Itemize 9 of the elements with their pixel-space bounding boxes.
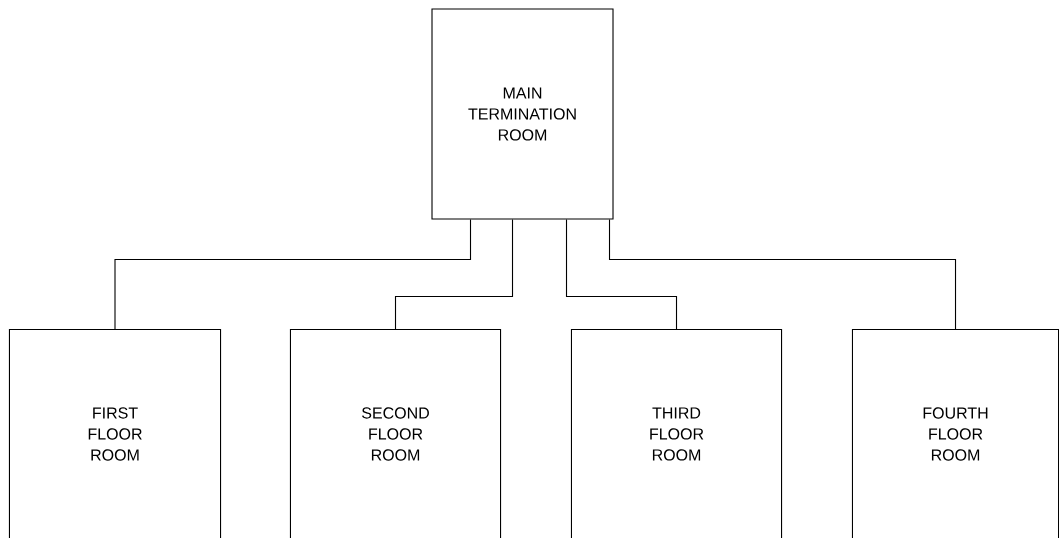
connector-line xyxy=(394,219,514,330)
room-box: THIRD FLOOR ROOM xyxy=(570,328,783,538)
connector-line xyxy=(114,219,472,330)
connector-line xyxy=(608,219,957,330)
room-box: MAIN TERMINATION ROOM xyxy=(431,8,614,220)
room-box: FIRST FLOOR ROOM xyxy=(8,328,222,538)
connector-line xyxy=(565,219,678,330)
room-box: SECOND FLOOR ROOM xyxy=(289,328,502,538)
room-box: FOURTH FLOOR ROOM xyxy=(851,328,1059,538)
